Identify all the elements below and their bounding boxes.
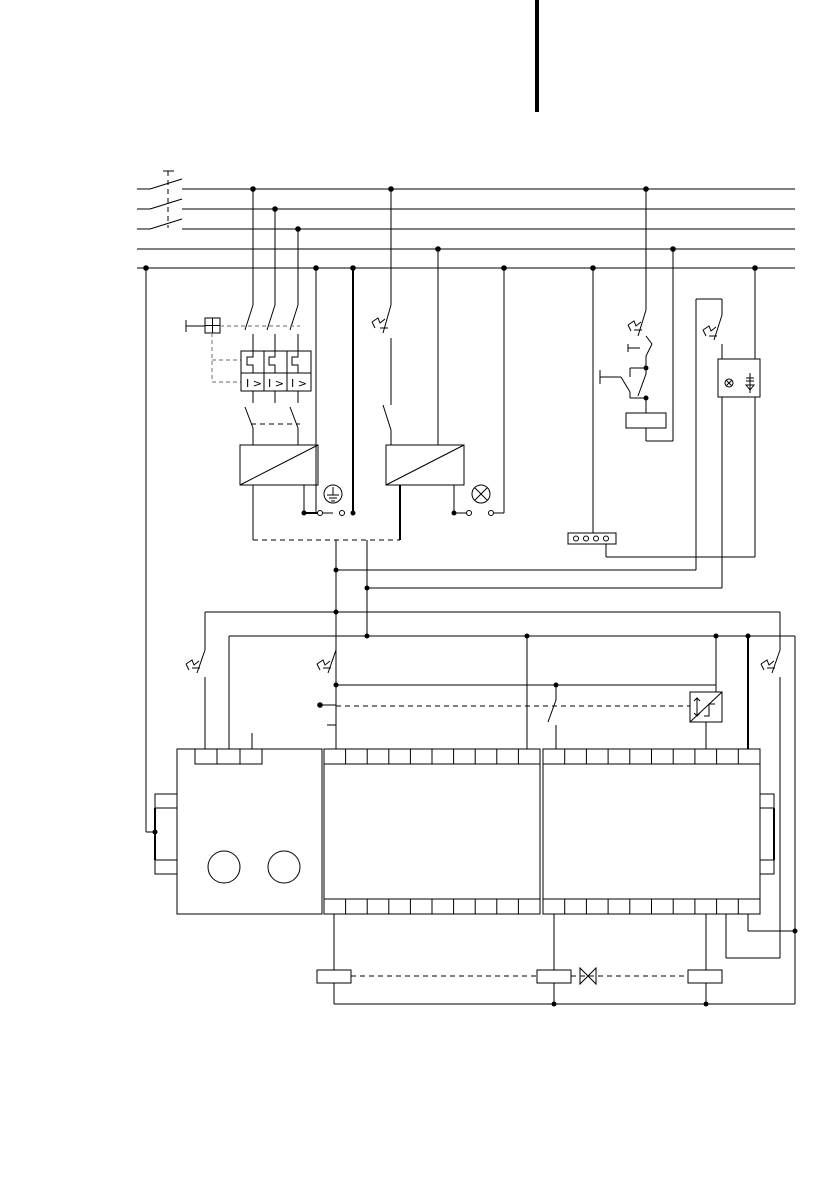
status-led-1 <box>208 851 240 883</box>
output-actuators <box>317 914 798 1007</box>
supply-busbars <box>137 189 795 268</box>
io-module-2 <box>543 749 760 914</box>
release-mark-2: I > <box>268 377 284 390</box>
io-module-1 <box>324 749 540 914</box>
frequency-converter-2 <box>386 445 464 540</box>
release-mark-1: I > <box>246 377 262 390</box>
circuit-breaker: I > I > I > <box>186 189 311 403</box>
power-supply-module <box>177 749 322 914</box>
release-mark-3: I > <box>291 377 307 390</box>
frequency-converter-1 <box>240 445 318 540</box>
contactor-branch-2 <box>372 189 438 445</box>
status-led-2 <box>268 851 300 883</box>
main-disconnect-switch <box>137 171 182 229</box>
contactor-contacts <box>245 407 300 445</box>
contactor-coil-1 <box>317 970 351 983</box>
contactor-coil-3 <box>688 970 722 983</box>
setpoint-converter <box>690 636 722 750</box>
control-unit <box>146 268 774 914</box>
contactor-coil-2 <box>537 970 571 983</box>
